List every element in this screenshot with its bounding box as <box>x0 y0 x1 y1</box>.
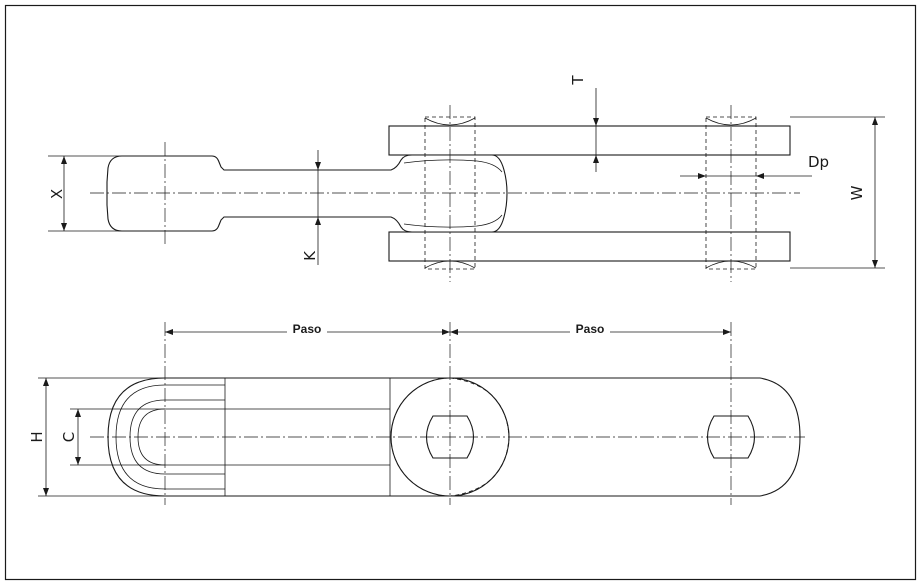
left-pin-head-top <box>424 117 476 126</box>
pitch-left-label: Paso <box>293 322 322 336</box>
t-label: T <box>569 75 587 86</box>
top-view: X K T Dp W <box>48 75 885 282</box>
side-view: Paso Paso H C <box>28 320 805 505</box>
h-label: H <box>28 431 46 442</box>
w-label: W <box>848 185 866 200</box>
lower-side-plate <box>388 231 791 262</box>
x-label: X <box>48 189 66 199</box>
pin-shoulder-top <box>403 159 503 173</box>
right-pin-head-top <box>705 117 757 126</box>
upper-side-plate <box>388 125 791 156</box>
dp-label: Dp <box>808 153 829 171</box>
k-label: K <box>301 250 319 261</box>
pin-shoulder-bottom <box>403 214 503 228</box>
pitch-right-label: Paso <box>576 322 605 336</box>
c-label: C <box>60 432 78 442</box>
